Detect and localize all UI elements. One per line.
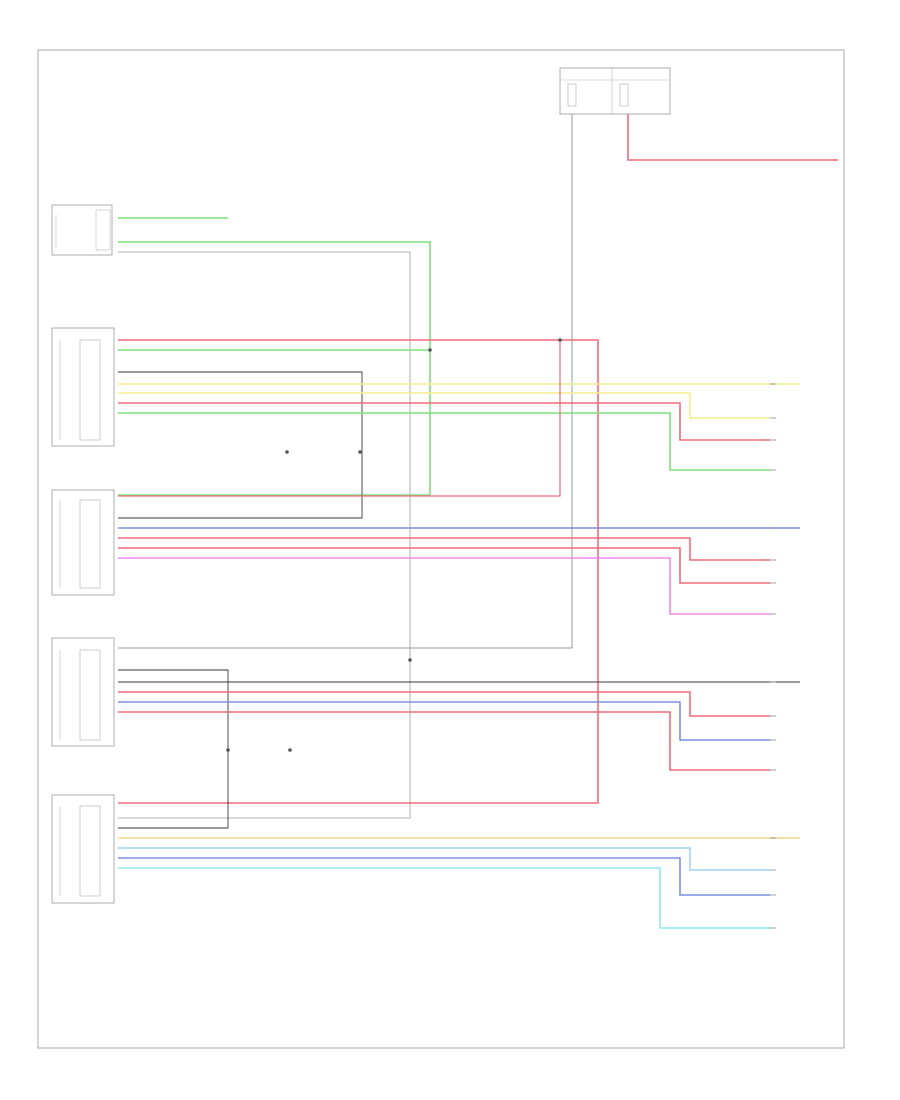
wire-red-21 [118, 711, 770, 771]
splice-5 [285, 450, 289, 454]
wire-lightblue-23 [118, 847, 770, 871]
splice-1 [408, 658, 412, 662]
splice-2 [558, 338, 562, 342]
right-connectors [770, 383, 776, 929]
splice-points [226, 338, 562, 752]
wire-cyan-25 [118, 867, 770, 929]
wire-red-19 [118, 691, 770, 717]
wire-green-11 [118, 412, 770, 471]
wire-red-15 [118, 547, 770, 584]
diagram-frame [37, 49, 845, 1049]
wire-red-12 [118, 340, 561, 497]
wire-red-14 [118, 537, 770, 561]
fuse-block [559, 67, 671, 115]
wire-yellow-9 [118, 392, 770, 419]
wire-red-1 [627, 114, 838, 161]
splice-6 [358, 450, 362, 454]
wire-dark-7 [118, 371, 363, 519]
wire-gray-0 [118, 114, 573, 649]
driver-seat-cushion-heater [51, 327, 115, 447]
driver-seat-position-module [51, 204, 113, 256]
driver-seat-back-heater [51, 489, 115, 596]
passenger-seat-back-heater [51, 794, 115, 904]
wire-blue-20 [118, 701, 770, 741]
wire-red-10 [118, 402, 770, 441]
wire-group [118, 114, 838, 929]
wire-dark-17 [118, 669, 229, 829]
passenger-seat-cushion-heater [51, 637, 115, 747]
wire-green-3 [118, 241, 431, 496]
wire-magenta-16 [118, 557, 770, 615]
wire-red-5 [118, 339, 599, 804]
wire-gray-4 [118, 251, 411, 819]
splice-4 [288, 748, 292, 752]
splice-0 [428, 348, 432, 352]
wire-blue-24 [118, 857, 770, 896]
splice-3 [226, 748, 230, 752]
